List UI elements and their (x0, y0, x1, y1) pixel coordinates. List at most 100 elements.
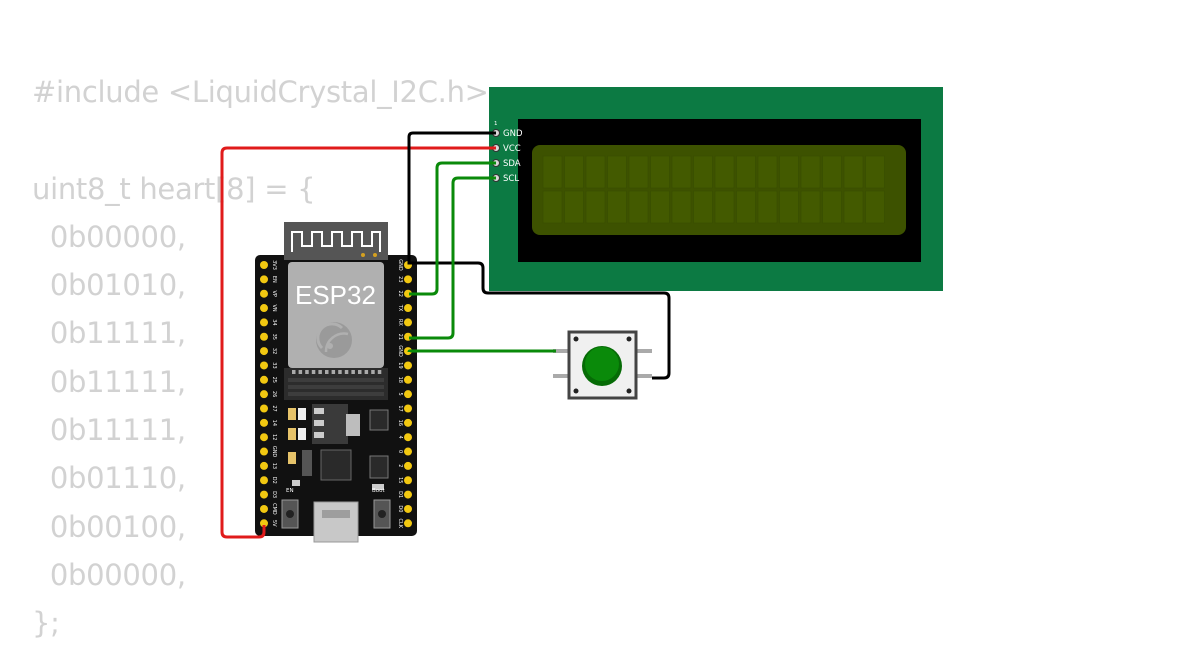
header-pin[interactable] (404, 447, 412, 456)
button-leg (634, 349, 652, 353)
lcd-cell (671, 190, 692, 224)
lcd-cell (607, 155, 627, 189)
header-pin[interactable] (404, 433, 412, 442)
smd-part (288, 452, 296, 464)
micro-usb-port[interactable] (313, 501, 359, 543)
wire-button[interactable] (407, 349, 556, 353)
en-button[interactable] (281, 499, 299, 529)
smd-part (298, 428, 306, 440)
wire-sda[interactable] (409, 161, 496, 296)
header-pin[interactable] (404, 275, 412, 284)
header-pin[interactable] (260, 476, 268, 485)
header-pin[interactable] (260, 504, 268, 513)
header-pin[interactable] (260, 418, 268, 427)
smd-part (288, 428, 296, 440)
esp32-board[interactable]: ESP32 EN Boot (255, 222, 417, 543)
wire-vcc-5v[interactable] (220, 146, 496, 539)
header-pin[interactable] (404, 418, 412, 427)
header-pin[interactable] (404, 519, 412, 528)
usb-uart-chip (320, 449, 352, 481)
header-pin[interactable] (260, 375, 268, 384)
module-pad (351, 370, 355, 374)
header-pin[interactable] (260, 347, 268, 356)
header-pin-label: GND (397, 345, 403, 357)
header-pin-label: 5V (271, 520, 277, 527)
header-pin-label: D1 (397, 491, 403, 498)
smd-part (314, 420, 324, 426)
lcd-cell (843, 155, 864, 189)
button-leg (553, 374, 571, 378)
header-pin[interactable] (260, 447, 268, 456)
lcd-module[interactable]: 1 GND VCC SDA SCL (489, 87, 943, 291)
header-pin[interactable] (404, 375, 412, 384)
header-pin[interactable] (260, 390, 268, 399)
header-pin[interactable] (260, 433, 268, 442)
header-pin[interactable] (260, 304, 268, 313)
module-pad-strip (288, 392, 384, 396)
header-pin[interactable] (260, 275, 268, 284)
module-pad (358, 370, 362, 374)
header-pin-label: 34 (271, 319, 277, 325)
header-pin[interactable] (260, 332, 268, 341)
header-pin-label: 5 (397, 393, 403, 396)
header-pin[interactable] (404, 318, 412, 327)
module-pad (338, 370, 342, 374)
header-pin[interactable] (260, 490, 268, 499)
header-pin-label: 19 (397, 362, 403, 368)
lcd-cell (757, 155, 778, 189)
lcd-cell (693, 155, 713, 189)
header-pin[interactable] (404, 461, 412, 470)
header-pin-label: TX (397, 304, 403, 312)
header-pin-label: EN (271, 276, 277, 283)
header-pin[interactable] (260, 519, 268, 528)
lcd-cell (736, 190, 756, 224)
header-pin[interactable] (404, 289, 412, 298)
module-pad-row (288, 370, 384, 396)
header-pin-label: GND (271, 446, 277, 458)
header-pin-label: 12 (271, 434, 277, 440)
antenna-pad (361, 253, 365, 257)
header-pin-label: CLK (397, 519, 403, 529)
wire-scl[interactable] (409, 176, 496, 340)
header-pin-label: D0 (397, 505, 403, 512)
wire-gnd[interactable] (407, 131, 671, 380)
code-line: 0b11111, (32, 364, 186, 399)
button-leg (634, 374, 652, 378)
code-line: 0b01010, (32, 268, 186, 303)
module-pad (292, 370, 296, 374)
header-pin-label: VN (271, 304, 277, 311)
header-pin[interactable] (404, 476, 412, 485)
header-pin-label: D2 (271, 477, 277, 484)
header-pin[interactable] (404, 390, 412, 399)
header-pin-label: VP (271, 290, 277, 296)
header-pin-label: 3V3 (271, 260, 277, 270)
header-pin[interactable] (404, 361, 412, 370)
header-pin[interactable] (404, 504, 412, 513)
header-pin[interactable] (260, 461, 268, 470)
header-pin[interactable] (260, 289, 268, 298)
header-pin[interactable] (260, 318, 268, 327)
smd-part (314, 408, 324, 414)
header-pin[interactable] (260, 404, 268, 413)
lcd-cell (671, 155, 692, 189)
lcd-cell (822, 190, 842, 224)
smd-part (288, 408, 296, 420)
lcd-cell (542, 155, 563, 189)
header-pin[interactable] (404, 404, 412, 413)
header-pin-label: 27 (271, 405, 277, 411)
smd-part (292, 480, 300, 486)
push-button[interactable] (553, 330, 652, 400)
header-pin[interactable] (260, 361, 268, 370)
boot-button[interactable] (373, 499, 391, 529)
header-pin[interactable] (260, 261, 268, 269)
smd-part (372, 484, 384, 490)
lcd-cell (736, 155, 756, 189)
code-line: uint8_t heart[8] = { (32, 171, 316, 206)
lcd-cell (542, 190, 563, 224)
header-pin[interactable] (404, 304, 412, 313)
code-line: #include <LiquidCrystal_I2C.h> (32, 75, 489, 109)
lcd-cell (822, 155, 842, 189)
button-corner-dot (573, 388, 579, 394)
header-pin[interactable] (404, 490, 412, 499)
